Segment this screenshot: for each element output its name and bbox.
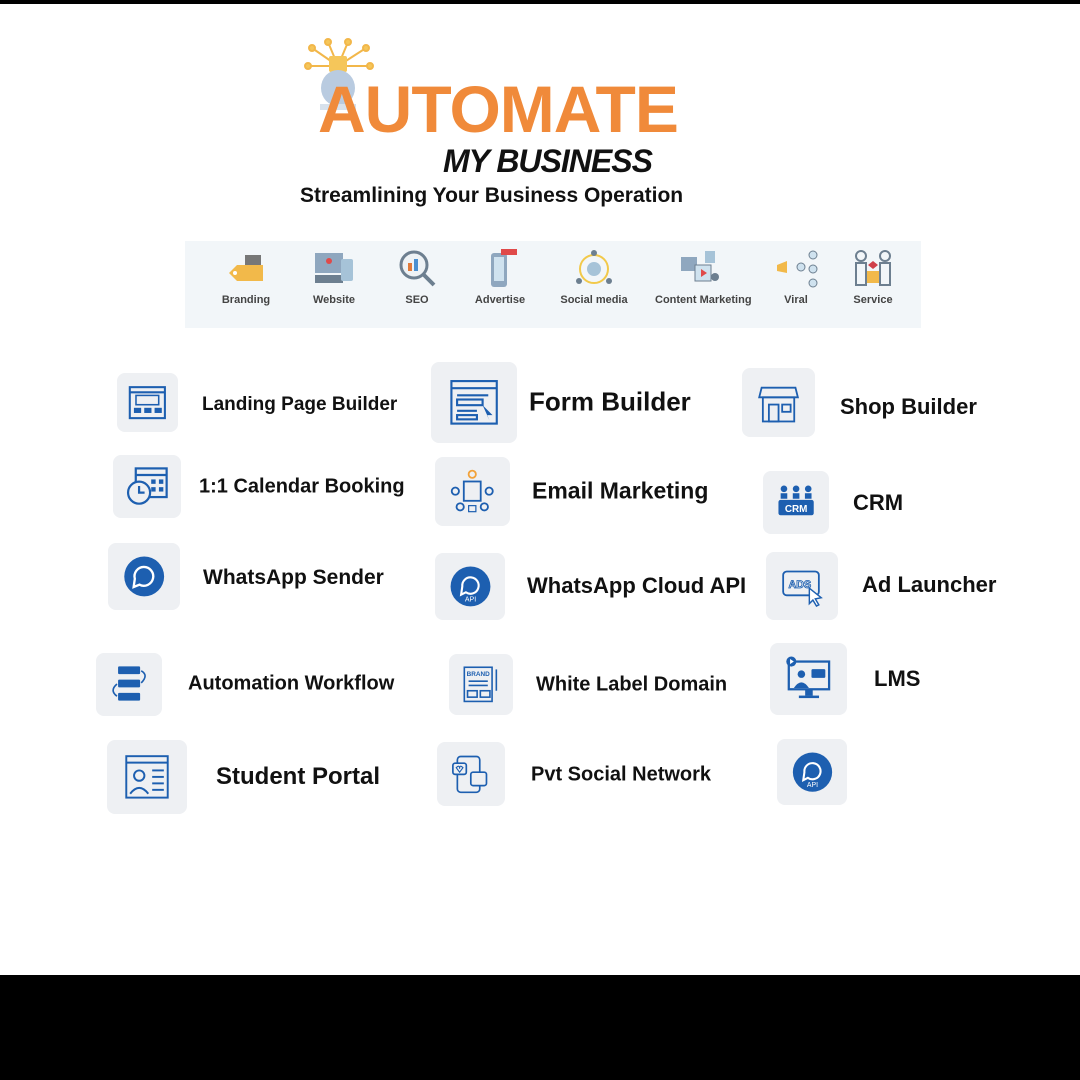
service-branding: Branding: [201, 247, 291, 306]
svg-text:CRM: CRM: [785, 504, 808, 515]
whatsapp-cloud-api-icon-tile[interactable]: API: [435, 553, 505, 620]
brand-domain-icon: BRAND: [463, 666, 497, 703]
service-advertise: Advertise: [455, 247, 545, 306]
lms-icon: [785, 656, 830, 698]
service-website: Website: [289, 247, 379, 306]
tagline: Streamlining Your Business Operation: [300, 184, 684, 207]
lms-icon-tile[interactable]: [770, 643, 847, 715]
logo-wordmark: AUTOMATE: [318, 72, 679, 146]
feature-student-portal[interactable]: Student Portal: [216, 763, 381, 790]
feature-form-builder[interactable]: Form Builder: [529, 386, 691, 417]
feature-shop-builder[interactable]: Shop Builder: [840, 394, 977, 419]
bottom-border: [0, 975, 1080, 1080]
social-media-icon: [576, 250, 612, 284]
form-builder-icon-tile[interactable]: [431, 362, 517, 443]
feature-calendar-booking[interactable]: 1:1 Calendar Booking: [199, 475, 405, 498]
form-icon: [450, 380, 498, 425]
student-portal-icon: [125, 755, 169, 799]
service-label: Social media: [560, 294, 628, 306]
service-label: Service: [853, 294, 893, 306]
service-label: Website: [313, 294, 355, 306]
crm-icon-tile[interactable]: CRM: [763, 471, 829, 534]
ai-head-logo-icon: [304, 38, 374, 110]
email-marketing-icon-tile[interactable]: [435, 457, 510, 526]
ads-launcher-icon: ADS: [782, 570, 823, 608]
feature-white-label-domain[interactable]: White Label Domain: [536, 673, 728, 696]
services-strip: Branding Website SEO Advertise Social me…: [185, 241, 921, 328]
service-service: Service: [828, 247, 918, 306]
website-icon: [315, 253, 353, 283]
feature-automation-workflow[interactable]: Automation Workflow: [188, 672, 395, 695]
feature-whatsapp-cloud-api[interactable]: WhatsApp Cloud API: [527, 573, 747, 598]
whatsapp-api-icon: API: [792, 752, 832, 792]
logo-subtitle: MY BUSINESS: [443, 143, 653, 179]
service-label: SEO: [405, 294, 429, 306]
whatsapp-api-icon-tile[interactable]: API: [777, 739, 847, 805]
svg-text:API: API: [464, 597, 475, 604]
service-seo: SEO: [372, 247, 462, 306]
service-label: Content Marketing: [655, 294, 752, 306]
email-marketing-icon: [451, 470, 494, 513]
shop-builder-icon-tile[interactable]: [742, 368, 815, 437]
service-label: Advertise: [474, 294, 526, 306]
ad-launcher-icon-tile[interactable]: ADS: [766, 552, 838, 620]
white-label-domain-icon-tile[interactable]: BRAND: [449, 654, 513, 715]
service-label: Viral: [784, 294, 808, 306]
service-social-media: Social media: [549, 247, 639, 306]
landing-page-icon: [128, 385, 167, 420]
crm-icon: CRM: [778, 485, 814, 516]
feature-ad-launcher[interactable]: Ad Launcher: [862, 572, 997, 597]
calendar-booking-icon-tile[interactable]: [113, 455, 181, 518]
calendar-clock-icon: [127, 467, 168, 506]
pvt-social-network-icon-tile[interactable]: [437, 742, 505, 806]
shop-icon: [758, 387, 799, 423]
automation-workflow-icon-tile[interactable]: [96, 653, 162, 716]
svg-text:BRAND: BRAND: [466, 671, 489, 678]
content-marketing-icon: [681, 251, 719, 282]
feature-email-marketing[interactable]: Email Marketing: [532, 477, 709, 504]
whatsapp-api-icon: API: [450, 566, 490, 607]
feature-landing-page-builder[interactable]: Landing Page Builder: [202, 394, 398, 415]
landing-page-builder-icon-tile[interactable]: [117, 373, 178, 432]
feature-whatsapp-sender[interactable]: WhatsApp Sender: [203, 566, 384, 589]
workflow-icon: [112, 666, 146, 702]
service-label: Branding: [221, 294, 271, 306]
feature-crm[interactable]: CRM: [853, 490, 904, 515]
social-network-icon: [452, 755, 488, 793]
service-content-marketing: Content Marketing: [655, 247, 752, 306]
viral-megaphone-icon: [777, 250, 818, 288]
svg-text:ADS: ADS: [788, 579, 811, 591]
svg-text:API: API: [806, 782, 817, 789]
whatsapp-sender-icon-tile[interactable]: [108, 543, 180, 610]
service-handshake-icon: [855, 250, 891, 286]
advertise-phone-icon: [491, 249, 517, 287]
brand-tag-icon: [229, 255, 263, 281]
feature-pvt-social-network[interactable]: Pvt Social Network: [531, 763, 712, 786]
seo-magnifier-icon: [399, 250, 436, 287]
top-border: [0, 0, 1080, 4]
service-viral: Viral: [751, 247, 841, 306]
student-portal-icon-tile[interactable]: [107, 740, 187, 814]
whatsapp-icon: [124, 556, 164, 597]
feature-lms[interactable]: LMS: [874, 666, 921, 691]
